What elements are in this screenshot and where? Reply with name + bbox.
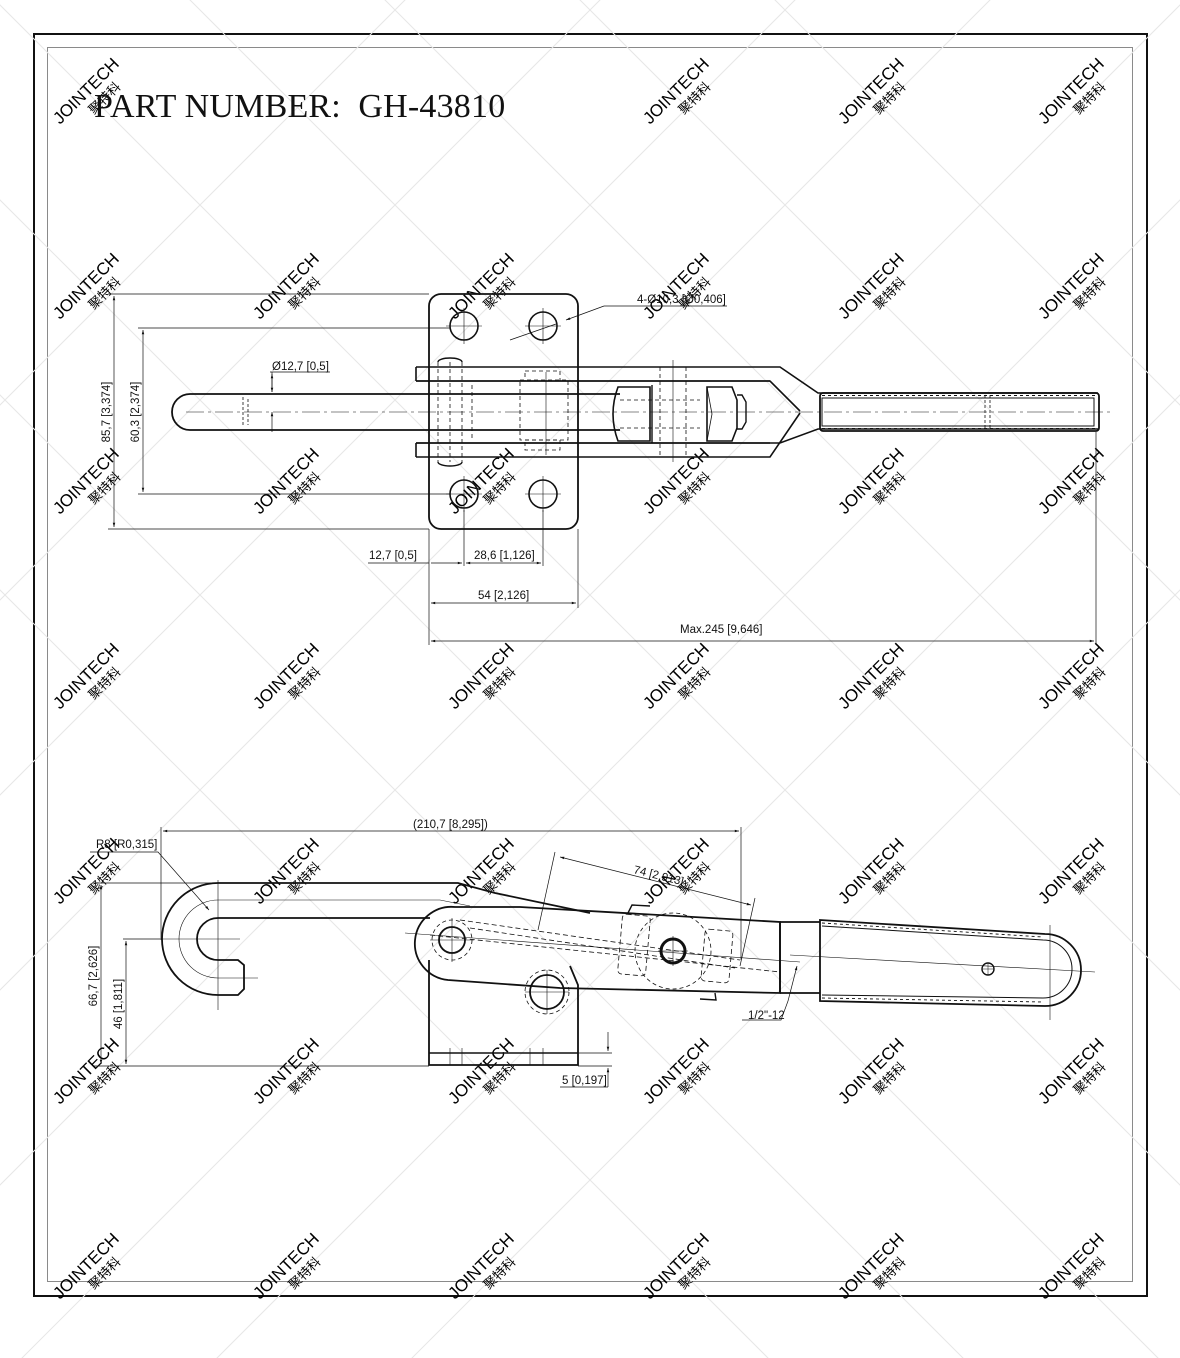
inner-frame bbox=[47, 47, 1133, 1282]
svg-text:Max.245 [9,646]: Max.245 [9,646] bbox=[680, 624, 762, 636]
svg-text:54 [2,126]: 54 [2,126] bbox=[478, 590, 529, 602]
top-view bbox=[108, 293, 1110, 645]
part-number-label: PART NUMBER: bbox=[94, 88, 341, 125]
svg-text:5 [0,197]: 5 [0,197] bbox=[562, 1075, 607, 1087]
svg-text:46 [1,811]: 46 [1,811] bbox=[113, 979, 125, 1029]
svg-text:85,7 [3,374]: 85,7 [3,374] bbox=[101, 382, 113, 443]
svg-text:60,3 [2,374]: 60,3 [2,374] bbox=[130, 382, 142, 443]
svg-text:12,7 [0,5]: 12,7 [0,5] bbox=[369, 550, 417, 562]
part-number-title: PART NUMBER: GH-43810 bbox=[94, 88, 505, 126]
svg-text:4-Ø10,3 [Ø0,406]: 4-Ø10,3 [Ø0,406] bbox=[637, 294, 726, 306]
part-number-value: GH-43810 bbox=[358, 88, 506, 125]
outer-frame bbox=[33, 33, 1148, 1297]
svg-text:28,6 [1,126]: 28,6 [1,126] bbox=[474, 550, 535, 562]
svg-text:(210,7 [8,295]): (210,7 [8,295]) bbox=[413, 819, 488, 831]
watermark-logos bbox=[49, 54, 1120, 1315]
side-view bbox=[90, 827, 1096, 1088]
svg-text:66,7 [2,626]: 66,7 [2,626] bbox=[88, 946, 100, 1007]
top-view-dimension-labels: 4-Ø10,3 [Ø0,406] Ø12,7 [0,5] 85,7 [3,374… bbox=[101, 294, 762, 636]
svg-text:1/2"-12: 1/2"-12 bbox=[748, 1010, 785, 1022]
svg-text:R8 [R0,315]: R8 [R0,315] bbox=[96, 839, 157, 851]
svg-text:Ø12,7 [0,5]: Ø12,7 [0,5] bbox=[272, 361, 329, 373]
